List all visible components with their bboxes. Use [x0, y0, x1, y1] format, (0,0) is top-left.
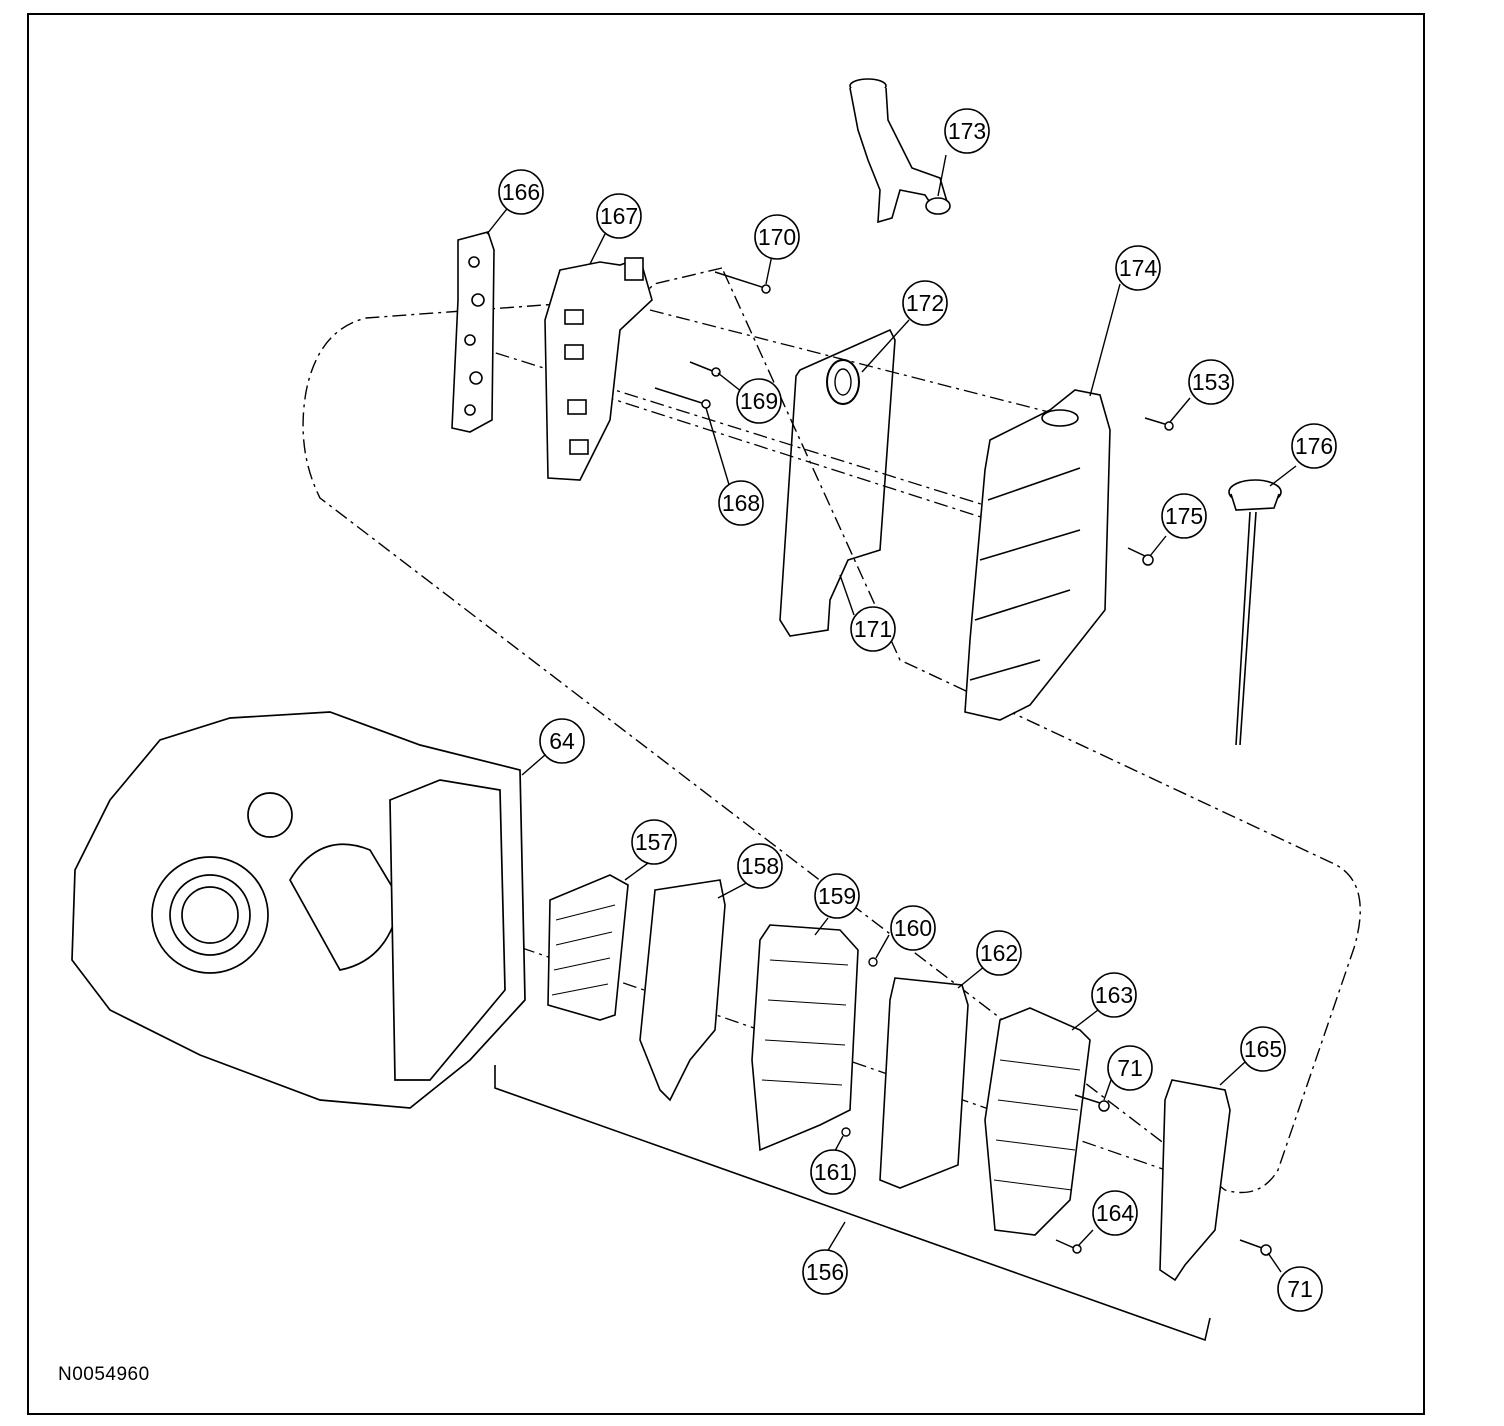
callout-64: 64 — [539, 718, 585, 764]
callout-165-label: 165 — [1244, 1036, 1282, 1062]
callout-163: 163 — [1091, 972, 1137, 1018]
callout-164: 164 — [1092, 1190, 1138, 1236]
callout-153-label: 153 — [1192, 369, 1230, 395]
callout-172: 172 — [902, 280, 948, 326]
callout-161: 161 — [810, 1149, 856, 1195]
callout-162-label: 162 — [980, 940, 1018, 966]
part-64-transmission-case — [71, 711, 526, 1109]
callout-173: 173 — [944, 108, 990, 154]
part-162-plate — [879, 977, 969, 1189]
callout-64-label: 64 — [549, 728, 575, 754]
callout-171: 171 — [850, 606, 896, 652]
part-172-seal — [826, 359, 860, 405]
callout-173-label: 173 — [948, 118, 986, 144]
callout-171-label: 171 — [854, 616, 892, 642]
part-173-filler-tube — [849, 78, 951, 224]
callout-165: 165 — [1240, 1026, 1286, 1072]
part-174-cover — [964, 389, 1111, 721]
part-172-seal-inner — [834, 368, 852, 396]
part-160-ball — [868, 957, 878, 967]
diagram-frame — [27, 13, 1425, 1415]
callout-160-label: 160 — [894, 915, 932, 941]
part-165-plate — [1159, 1079, 1231, 1282]
part-166-plate — [451, 231, 495, 433]
callout-162: 162 — [976, 930, 1022, 976]
callout-166: 166 — [498, 169, 544, 215]
callout-156: 156 — [802, 1249, 848, 1295]
callout-158: 158 — [737, 843, 783, 889]
callout-166-label: 166 — [502, 179, 540, 205]
callout-160: 160 — [890, 905, 936, 951]
callout-157: 157 — [631, 819, 677, 865]
part-157-valve-body — [547, 874, 629, 1021]
callout-158-label: 158 — [741, 853, 779, 879]
callout-71-upper-label: 71 — [1117, 1055, 1143, 1081]
part-176-dipstick — [1228, 479, 1282, 746]
callout-71-upper: 71 — [1107, 1045, 1153, 1091]
valve-body-bracket — [494, 1065, 1211, 1342]
callout-167: 167 — [596, 193, 642, 239]
callout-169-label: 169 — [740, 388, 778, 414]
bolts-cover — [1127, 417, 1174, 566]
assembly-outline — [302, 267, 1361, 1194]
figure-id: N0054960 — [58, 1364, 150, 1385]
bolts-lower — [1055, 1094, 1272, 1256]
callout-170-label: 170 — [758, 224, 796, 250]
callout-170: 170 — [754, 214, 800, 260]
callout-161-label: 161 — [814, 1159, 852, 1185]
callout-175-label: 175 — [1165, 503, 1203, 529]
callout-71-lower-label: 71 — [1287, 1276, 1313, 1302]
callout-176: 176 — [1291, 423, 1337, 469]
callout-163-label: 163 — [1095, 982, 1133, 1008]
callout-159: 159 — [814, 873, 860, 919]
callout-159-label: 159 — [818, 883, 856, 909]
callout-169: 169 — [736, 378, 782, 424]
callout-156-label: 156 — [806, 1259, 844, 1285]
callout-174: 174 — [1115, 245, 1161, 291]
callout-153: 153 — [1188, 359, 1234, 405]
callout-168: 168 — [718, 480, 764, 526]
callout-168-label: 168 — [722, 490, 760, 516]
callout-164-label: 164 — [1096, 1200, 1135, 1226]
callout-71-lower: 71 — [1277, 1266, 1323, 1312]
callout-157-label: 157 — [635, 829, 673, 855]
callout-176-label: 176 — [1295, 433, 1333, 459]
callout-172-label: 172 — [906, 290, 944, 316]
leader-lines — [486, 154, 1297, 1273]
callout-167-label: 167 — [600, 203, 638, 229]
part-159-main-body — [751, 924, 859, 1152]
part-163-valve-body — [984, 1007, 1091, 1236]
part-161-ball — [841, 1127, 851, 1137]
callout-174-label: 174 — [1119, 255, 1158, 281]
callout-175: 175 — [1161, 493, 1207, 539]
part-167-solenoid-body — [544, 256, 653, 481]
part-158-separator-plate — [639, 879, 726, 1102]
